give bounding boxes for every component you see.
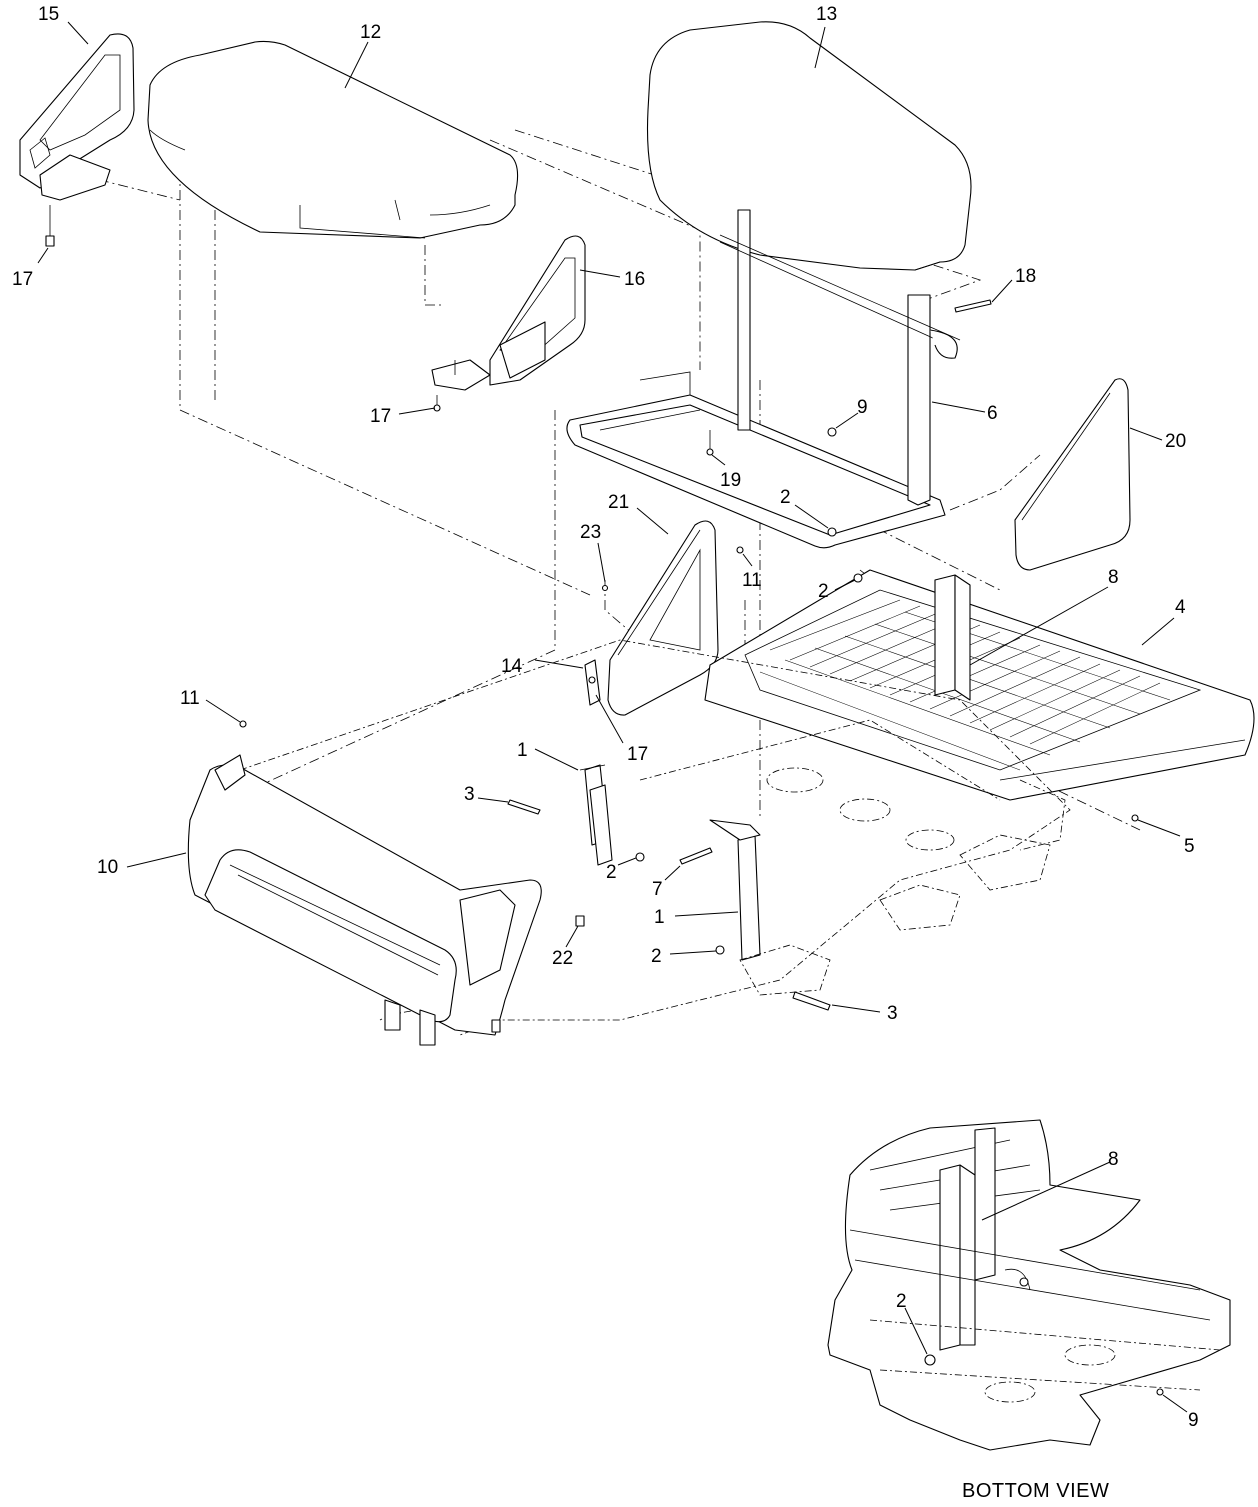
callout-labels: 15 12 13 17 16 18 17 9 6 20 19 2 21 23 1…	[12, 4, 1199, 1502]
part-8-vertical-bracket	[934, 574, 971, 701]
part-1-upright-bracket-upper	[579, 659, 613, 866]
callout-17: 17	[370, 406, 391, 427]
callout-19: 19	[720, 470, 741, 491]
part-15-left-armrest	[19, 33, 135, 247]
callout-1: 1	[654, 907, 665, 928]
part-4-floor-plate	[704, 569, 1255, 801]
callout-10: 10	[97, 857, 118, 878]
callout-23: 23	[580, 522, 601, 543]
callout-2: 2	[896, 1291, 907, 1312]
bottom-view-detail	[827, 1119, 1231, 1451]
part-16-right-armrest	[431, 235, 586, 405]
callout-2: 2	[818, 581, 829, 602]
callout-5: 5	[1184, 836, 1195, 857]
callout-17: 17	[627, 744, 648, 765]
part-1-upright-bracket-lower	[709, 819, 761, 961]
part-10-front-shroud	[187, 754, 542, 1046]
callout-9: 9	[857, 397, 868, 418]
part-21-side-panel	[607, 520, 719, 716]
fasteners	[239, 299, 1139, 1011]
callout-16: 16	[624, 269, 645, 290]
part-13-backrest	[646, 21, 972, 271]
callout-3: 3	[887, 1003, 898, 1024]
callout-11: 11	[180, 688, 200, 709]
callout-13: 13	[816, 4, 837, 25]
callout-12: 12	[360, 22, 381, 43]
callout-22: 22	[552, 948, 573, 969]
callout-20: 20	[1165, 431, 1186, 452]
part-6-seat-frame	[566, 209, 961, 549]
callout-4: 4	[1175, 597, 1186, 618]
callout-2: 2	[606, 862, 617, 883]
callout-2: 2	[651, 946, 662, 967]
part-20-side-panel	[1014, 378, 1131, 571]
callout-8: 8	[1108, 567, 1119, 588]
callout-8: 8	[1108, 1149, 1119, 1170]
callout-1: 1	[517, 740, 528, 761]
callout-15: 15	[38, 4, 59, 25]
callout-2: 2	[780, 487, 791, 508]
callout-14: 14	[501, 656, 523, 677]
callout-3: 3	[464, 784, 475, 805]
callout-11: 11	[742, 570, 762, 591]
callout-6: 6	[987, 403, 998, 424]
callout-17: 17	[12, 269, 33, 290]
part-12-seat-cushion	[147, 40, 519, 239]
callout-21: 21	[608, 492, 629, 513]
callout-18: 18	[1015, 266, 1036, 287]
leader-lines	[37, 21, 1188, 1413]
callout-7: 7	[652, 879, 663, 900]
callout-9: 9	[1188, 1410, 1199, 1431]
bottom-view-label: BOTTOM VIEW	[962, 1480, 1109, 1502]
